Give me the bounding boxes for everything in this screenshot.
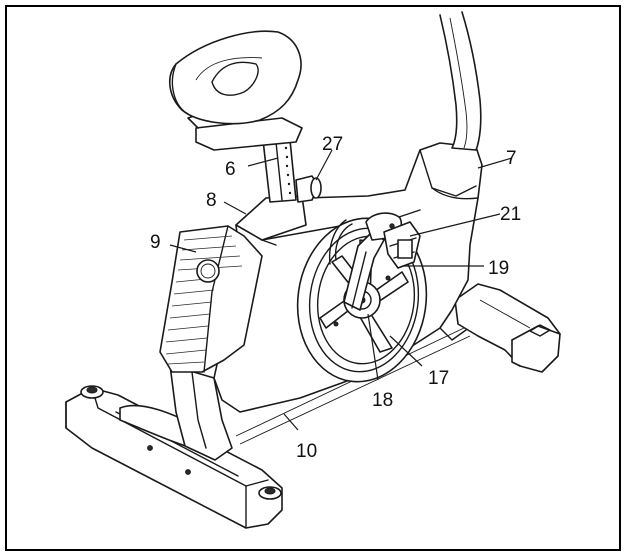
callout-6: 6 <box>225 159 236 180</box>
callout-10: 10 <box>296 441 317 462</box>
handlebar-post <box>439 11 482 151</box>
callout-18: 18 <box>372 390 393 411</box>
figure-border <box>5 5 621 551</box>
leader-27 <box>315 149 333 181</box>
seat-post-adjustment-holes <box>284 146 292 195</box>
front-stabilizer <box>65 385 283 529</box>
front-shroud <box>159 225 263 373</box>
callout-21: 21 <box>500 204 521 225</box>
leader-21 <box>409 213 501 237</box>
leader-18 <box>367 313 379 381</box>
leader-17 <box>389 335 423 367</box>
rear-stabilizer <box>454 283 561 373</box>
leader-9 <box>169 244 197 253</box>
crank-and-tensioner <box>328 212 421 311</box>
callout-27: 27 <box>322 134 343 155</box>
callout-labels: 6 27 7 8 21 9 19 17 18 10 <box>150 134 521 462</box>
leader-8 <box>223 201 247 215</box>
callout-9: 9 <box>150 232 161 253</box>
callout-17: 17 <box>428 368 449 389</box>
leader-lines <box>169 149 513 431</box>
callout-8: 8 <box>206 190 217 211</box>
callout-19: 19 <box>488 258 509 279</box>
leader-7 <box>477 157 513 169</box>
leader-6 <box>247 157 279 167</box>
leader-10 <box>283 413 299 431</box>
callout-7: 7 <box>506 148 517 169</box>
seat-assembly <box>169 30 322 203</box>
